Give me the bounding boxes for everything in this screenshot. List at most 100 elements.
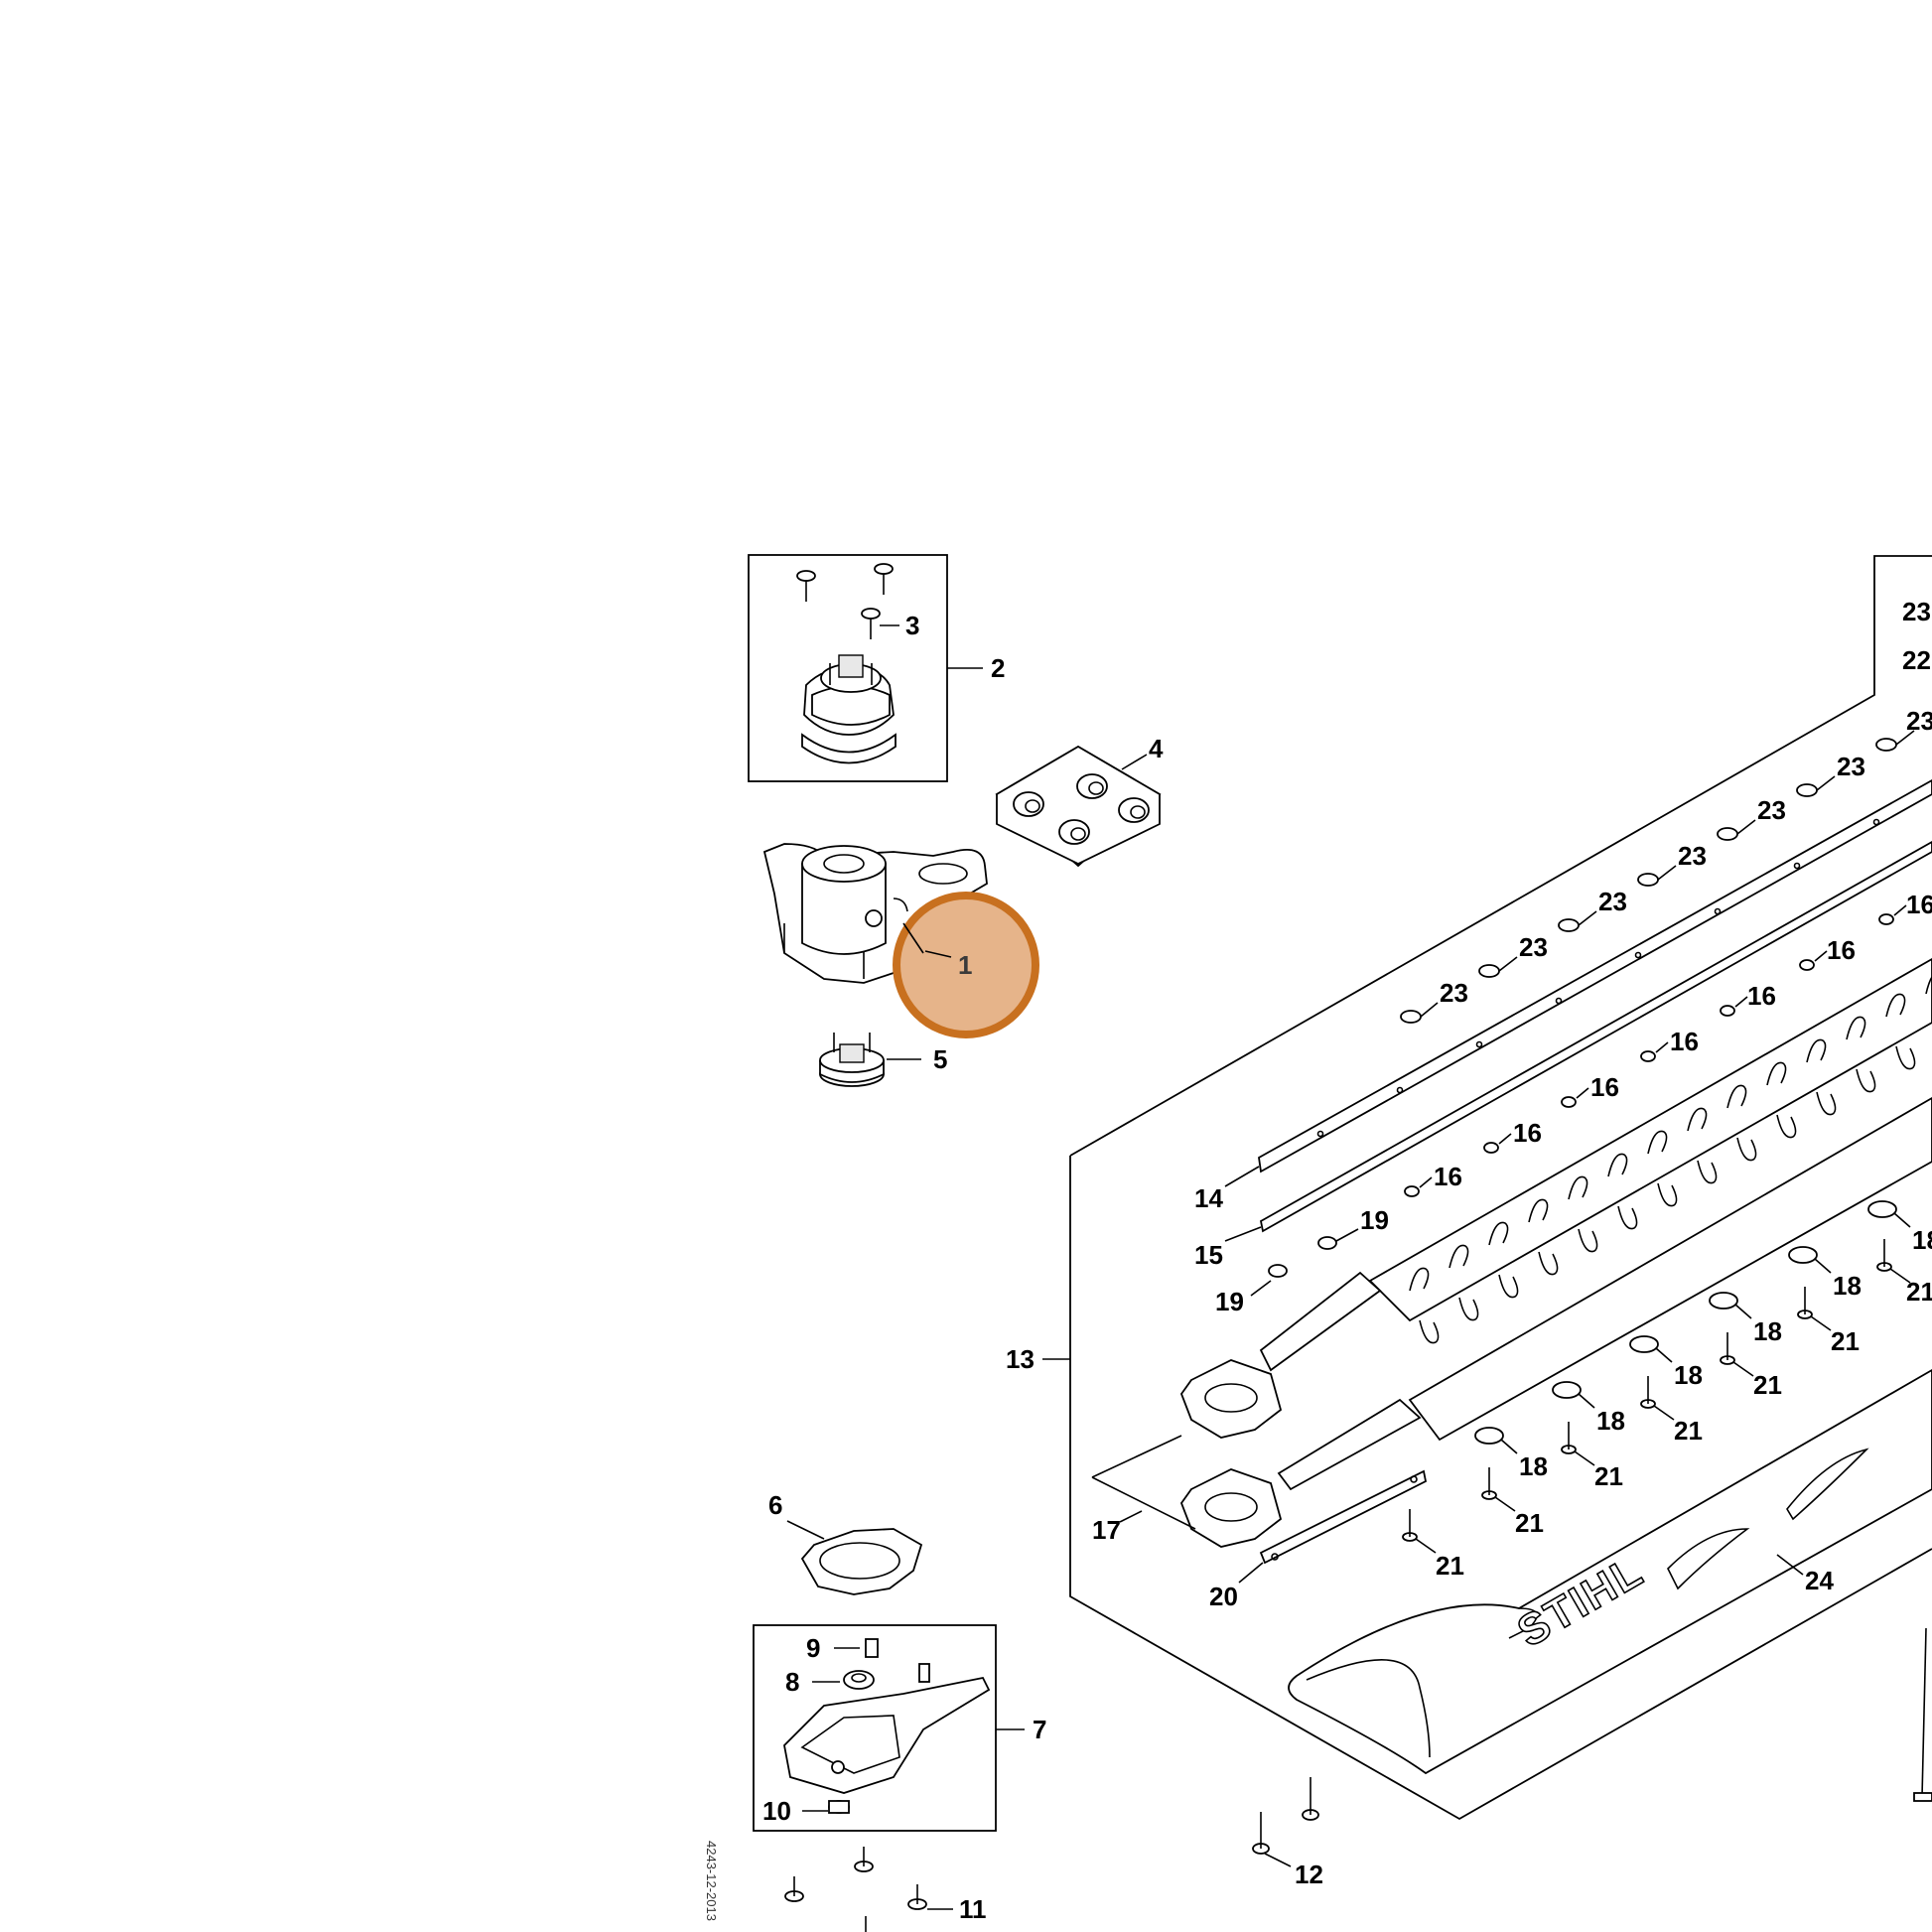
buffer-plate-4 bbox=[995, 745, 1162, 868]
callout-22[interactable]: 22 bbox=[1902, 645, 1931, 675]
callout-23[interactable]: 23 bbox=[1906, 706, 1932, 736]
blade-tooth bbox=[1498, 1274, 1519, 1299]
callout-19[interactable]: 19 bbox=[1360, 1205, 1389, 1235]
callout-18[interactable]: 18 bbox=[1519, 1451, 1548, 1481]
blade-tooth bbox=[1607, 1153, 1628, 1177]
callout-21[interactable]: 21 bbox=[1594, 1461, 1623, 1491]
callout-16[interactable]: 16 bbox=[1906, 890, 1932, 919]
callout-23[interactable]: 23 bbox=[1837, 752, 1865, 781]
blade-set-outline-13 bbox=[1042, 555, 1932, 1821]
callout-18[interactable]: 18 bbox=[1833, 1271, 1862, 1301]
callout-21[interactable]: 21 bbox=[1515, 1508, 1544, 1538]
callout-18[interactable]: 18 bbox=[1596, 1406, 1625, 1436]
blade-tooth bbox=[1895, 1045, 1916, 1070]
callout-16[interactable]: 16 bbox=[1590, 1072, 1619, 1102]
callout-16[interactable]: 16 bbox=[1670, 1027, 1699, 1056]
callout-11[interactable]: 11 bbox=[959, 1894, 987, 1924]
nuts-23 bbox=[1400, 738, 1897, 1024]
callout-3[interactable]: 3 bbox=[905, 611, 919, 640]
screws-11 bbox=[784, 1847, 927, 1932]
washers-18 bbox=[1474, 1200, 1897, 1445]
blade-tooth bbox=[1776, 1114, 1797, 1139]
callout-5[interactable]: 5 bbox=[933, 1044, 947, 1074]
callout-16[interactable]: 16 bbox=[1513, 1118, 1542, 1148]
callout-13[interactable]: 13 bbox=[1006, 1344, 1035, 1374]
screws-16 bbox=[1404, 913, 1894, 1197]
bearing-icon bbox=[843, 1670, 875, 1690]
callout-4[interactable]: 4 bbox=[1149, 734, 1164, 763]
callout-21[interactable]: 21 bbox=[1436, 1551, 1464, 1581]
callout-15[interactable]: 15 bbox=[1194, 1240, 1223, 1270]
callout-23[interactable]: 23 bbox=[1678, 841, 1707, 871]
callout-7[interactable]: 7 bbox=[1033, 1715, 1046, 1744]
callout-6[interactable]: 6 bbox=[768, 1490, 782, 1520]
blade-tooth bbox=[1885, 993, 1906, 1018]
gasket-6 bbox=[800, 1528, 923, 1595]
blade-guard-24: STIHL bbox=[1288, 1368, 1932, 1775]
blade-tooth bbox=[1449, 1244, 1469, 1269]
pin-icon bbox=[865, 1638, 879, 1658]
nut-icon bbox=[828, 1800, 850, 1814]
blade-tooth bbox=[1488, 1221, 1509, 1246]
gear-cover-icon bbox=[783, 1663, 991, 1794]
gear-housing-icon bbox=[801, 654, 897, 764]
callout-14[interactable]: 14 bbox=[1194, 1183, 1223, 1213]
assembly-box-2 bbox=[748, 554, 948, 782]
blade-bracket-17 bbox=[1091, 1435, 1196, 1530]
blade-tooth bbox=[1766, 1061, 1787, 1086]
callout-12[interactable]: 12 bbox=[1295, 1860, 1323, 1889]
blade-tooth bbox=[1568, 1175, 1588, 1200]
callout-10[interactable]: 10 bbox=[762, 1796, 791, 1826]
blade-tooth bbox=[1726, 1084, 1747, 1109]
callout-8[interactable]: 8 bbox=[785, 1667, 799, 1697]
blade-tooth bbox=[1458, 1297, 1479, 1321]
callout-21[interactable]: 21 bbox=[1831, 1326, 1860, 1356]
drawing-code: 4243-12-2013 bbox=[704, 1841, 719, 1921]
guide-bar-14 bbox=[1258, 778, 1932, 1173]
callout-21[interactable]: 21 bbox=[1753, 1370, 1782, 1400]
callout-16[interactable]: 16 bbox=[1747, 981, 1776, 1011]
blade-tooth bbox=[1617, 1205, 1638, 1230]
callout-17[interactable]: 17 bbox=[1092, 1515, 1121, 1545]
callout-24[interactable]: 24 bbox=[1805, 1566, 1834, 1595]
callout-labels: 1 2 3 4 5 6 7 8 9 10 11 12 13 14 15 16 1… bbox=[762, 597, 1932, 1924]
assembly-box-7 bbox=[753, 1624, 997, 1832]
blade-tooth bbox=[1846, 1016, 1866, 1040]
strip-20 bbox=[1259, 1469, 1428, 1565]
callout-2[interactable]: 2 bbox=[991, 653, 1005, 683]
strip-15 bbox=[1259, 840, 1932, 1233]
blade-tooth bbox=[1419, 1319, 1440, 1344]
blade-tooth bbox=[1538, 1251, 1559, 1276]
callout-18[interactable]: 18 bbox=[1753, 1316, 1782, 1346]
callout-21[interactable]: 21 bbox=[1906, 1277, 1932, 1307]
cutter-blade-upper bbox=[1179, 957, 1932, 1439]
cutter-blade-lower bbox=[1179, 1096, 1932, 1548]
screw-icon bbox=[796, 563, 894, 639]
callout-1[interactable]: 1 bbox=[958, 950, 972, 980]
blade-tooth bbox=[1687, 1107, 1708, 1132]
callout-9[interactable]: 9 bbox=[806, 1633, 820, 1663]
blade-tooth bbox=[1409, 1267, 1430, 1292]
blade-tooth bbox=[1657, 1182, 1678, 1207]
bolts-12 bbox=[1252, 1777, 1319, 1855]
blade-tooth bbox=[1856, 1068, 1876, 1093]
blade-tooth bbox=[1925, 975, 1932, 995]
callout-16[interactable]: 16 bbox=[1827, 935, 1856, 965]
callout-16[interactable]: 16 bbox=[1434, 1162, 1462, 1191]
callout-18[interactable]: 18 bbox=[1912, 1225, 1932, 1255]
callout-23[interactable]: 23 bbox=[1440, 978, 1468, 1008]
highlight-marker-item-1[interactable] bbox=[893, 892, 1039, 1038]
blade-tooth bbox=[1578, 1228, 1598, 1253]
callout-23[interactable]: 23 bbox=[1757, 795, 1786, 825]
blade-tooth bbox=[1647, 1130, 1668, 1155]
callout-18[interactable]: 18 bbox=[1674, 1360, 1703, 1390]
washers-19 bbox=[1268, 1236, 1337, 1278]
callout-23[interactable]: 23 bbox=[1902, 597, 1931, 626]
callout-21[interactable]: 21 bbox=[1674, 1416, 1703, 1446]
callout-23[interactable]: 23 bbox=[1519, 932, 1548, 962]
blade-tooth bbox=[1697, 1160, 1718, 1184]
callout-20[interactable]: 20 bbox=[1209, 1582, 1238, 1611]
callout-19[interactable]: 19 bbox=[1215, 1287, 1244, 1316]
callout-23[interactable]: 23 bbox=[1598, 887, 1627, 916]
